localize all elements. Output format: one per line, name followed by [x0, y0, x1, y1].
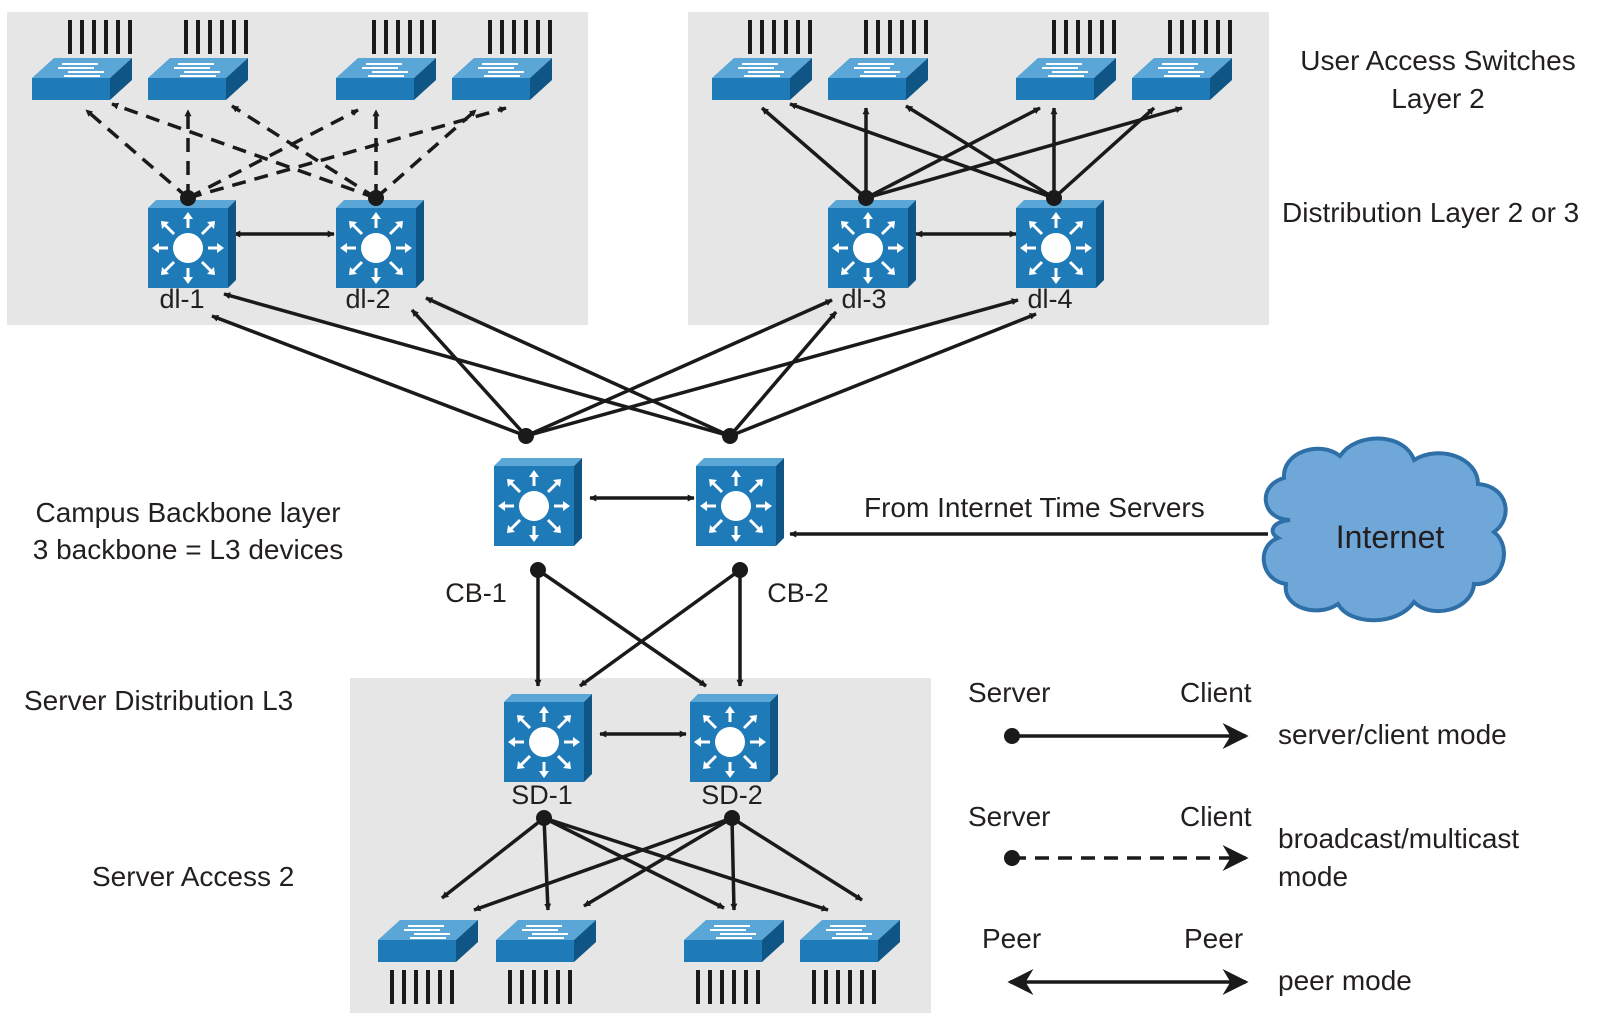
- server-distribution-switch-sd1: [502, 692, 594, 784]
- label-cb1: CB-1: [445, 578, 507, 608]
- label-cb2: CB-2: [767, 578, 829, 608]
- legend-server-client: Server Client server/client mode: [968, 677, 1507, 750]
- legend-peer-mode: peer mode: [1278, 965, 1412, 996]
- distribution-switch-dl4: [1014, 198, 1106, 290]
- label-time-servers: From Internet Time Servers: [864, 492, 1205, 523]
- legend-sc-mode: server/client mode: [1278, 719, 1507, 750]
- legend-broadcast: Server Client broadcast/multicast mode: [968, 801, 1519, 892]
- legend-bc-mode-2: mode: [1278, 861, 1348, 892]
- backbone-switch-cb2: [694, 456, 786, 548]
- label-backbone-2: 3 backbone = L3 devices: [33, 534, 344, 565]
- distribution-switch-dl3: [826, 198, 918, 290]
- label-backbone-1: Campus Backbone layer: [35, 497, 340, 528]
- label-dl3: dl-3: [841, 284, 886, 314]
- client-links-right: [760, 102, 1183, 200]
- legend-sc-right: Client: [1180, 677, 1252, 708]
- label-sd1: SD-1: [511, 780, 573, 810]
- label-server-access: Server Access 2: [92, 861, 294, 892]
- internet-label: Internet: [1336, 519, 1445, 555]
- backbone-to-distribution-links: [211, 292, 1037, 438]
- server-dots: [180, 190, 1062, 826]
- distribution-switch-dl2: [334, 198, 426, 290]
- peer-links: [233, 230, 1017, 738]
- legend-sc-left: Server: [968, 677, 1050, 708]
- panel-server: [350, 678, 931, 1013]
- legend-peer: Peer Peer peer mode: [982, 923, 1412, 996]
- distribution-switch-dl1: [146, 198, 238, 290]
- legend-peer-left: Peer: [982, 923, 1041, 954]
- server-distribution-switch-sd2: [688, 692, 780, 784]
- label-dl1: dl-1: [159, 284, 204, 314]
- backbone-to-server-links: [534, 568, 744, 688]
- internet-cloud: Internet: [1261, 436, 1508, 623]
- label-dl4: dl-4: [1027, 284, 1072, 314]
- legend: Server Client server/client mode Server …: [968, 677, 1519, 996]
- backbone-switch-cb1: [492, 456, 584, 548]
- legend-bc-left: Server: [968, 801, 1050, 832]
- broadcast-links-left: [84, 102, 507, 200]
- legend-peer-right: Peer: [1184, 923, 1243, 954]
- label-distribution: Distribution Layer 2 or 3: [1282, 197, 1579, 228]
- label-dl2: dl-2: [345, 284, 390, 314]
- label-user-access-1: User Access Switches: [1300, 45, 1575, 76]
- legend-bc-right: Client: [1180, 801, 1252, 832]
- label-sd2: SD-2: [701, 780, 763, 810]
- label-server-distribution: Server Distribution L3: [24, 685, 293, 716]
- server-access-links: [440, 816, 863, 912]
- label-user-access-2: Layer 2: [1391, 83, 1484, 114]
- legend-bc-mode-1: broadcast/multicast: [1278, 823, 1519, 854]
